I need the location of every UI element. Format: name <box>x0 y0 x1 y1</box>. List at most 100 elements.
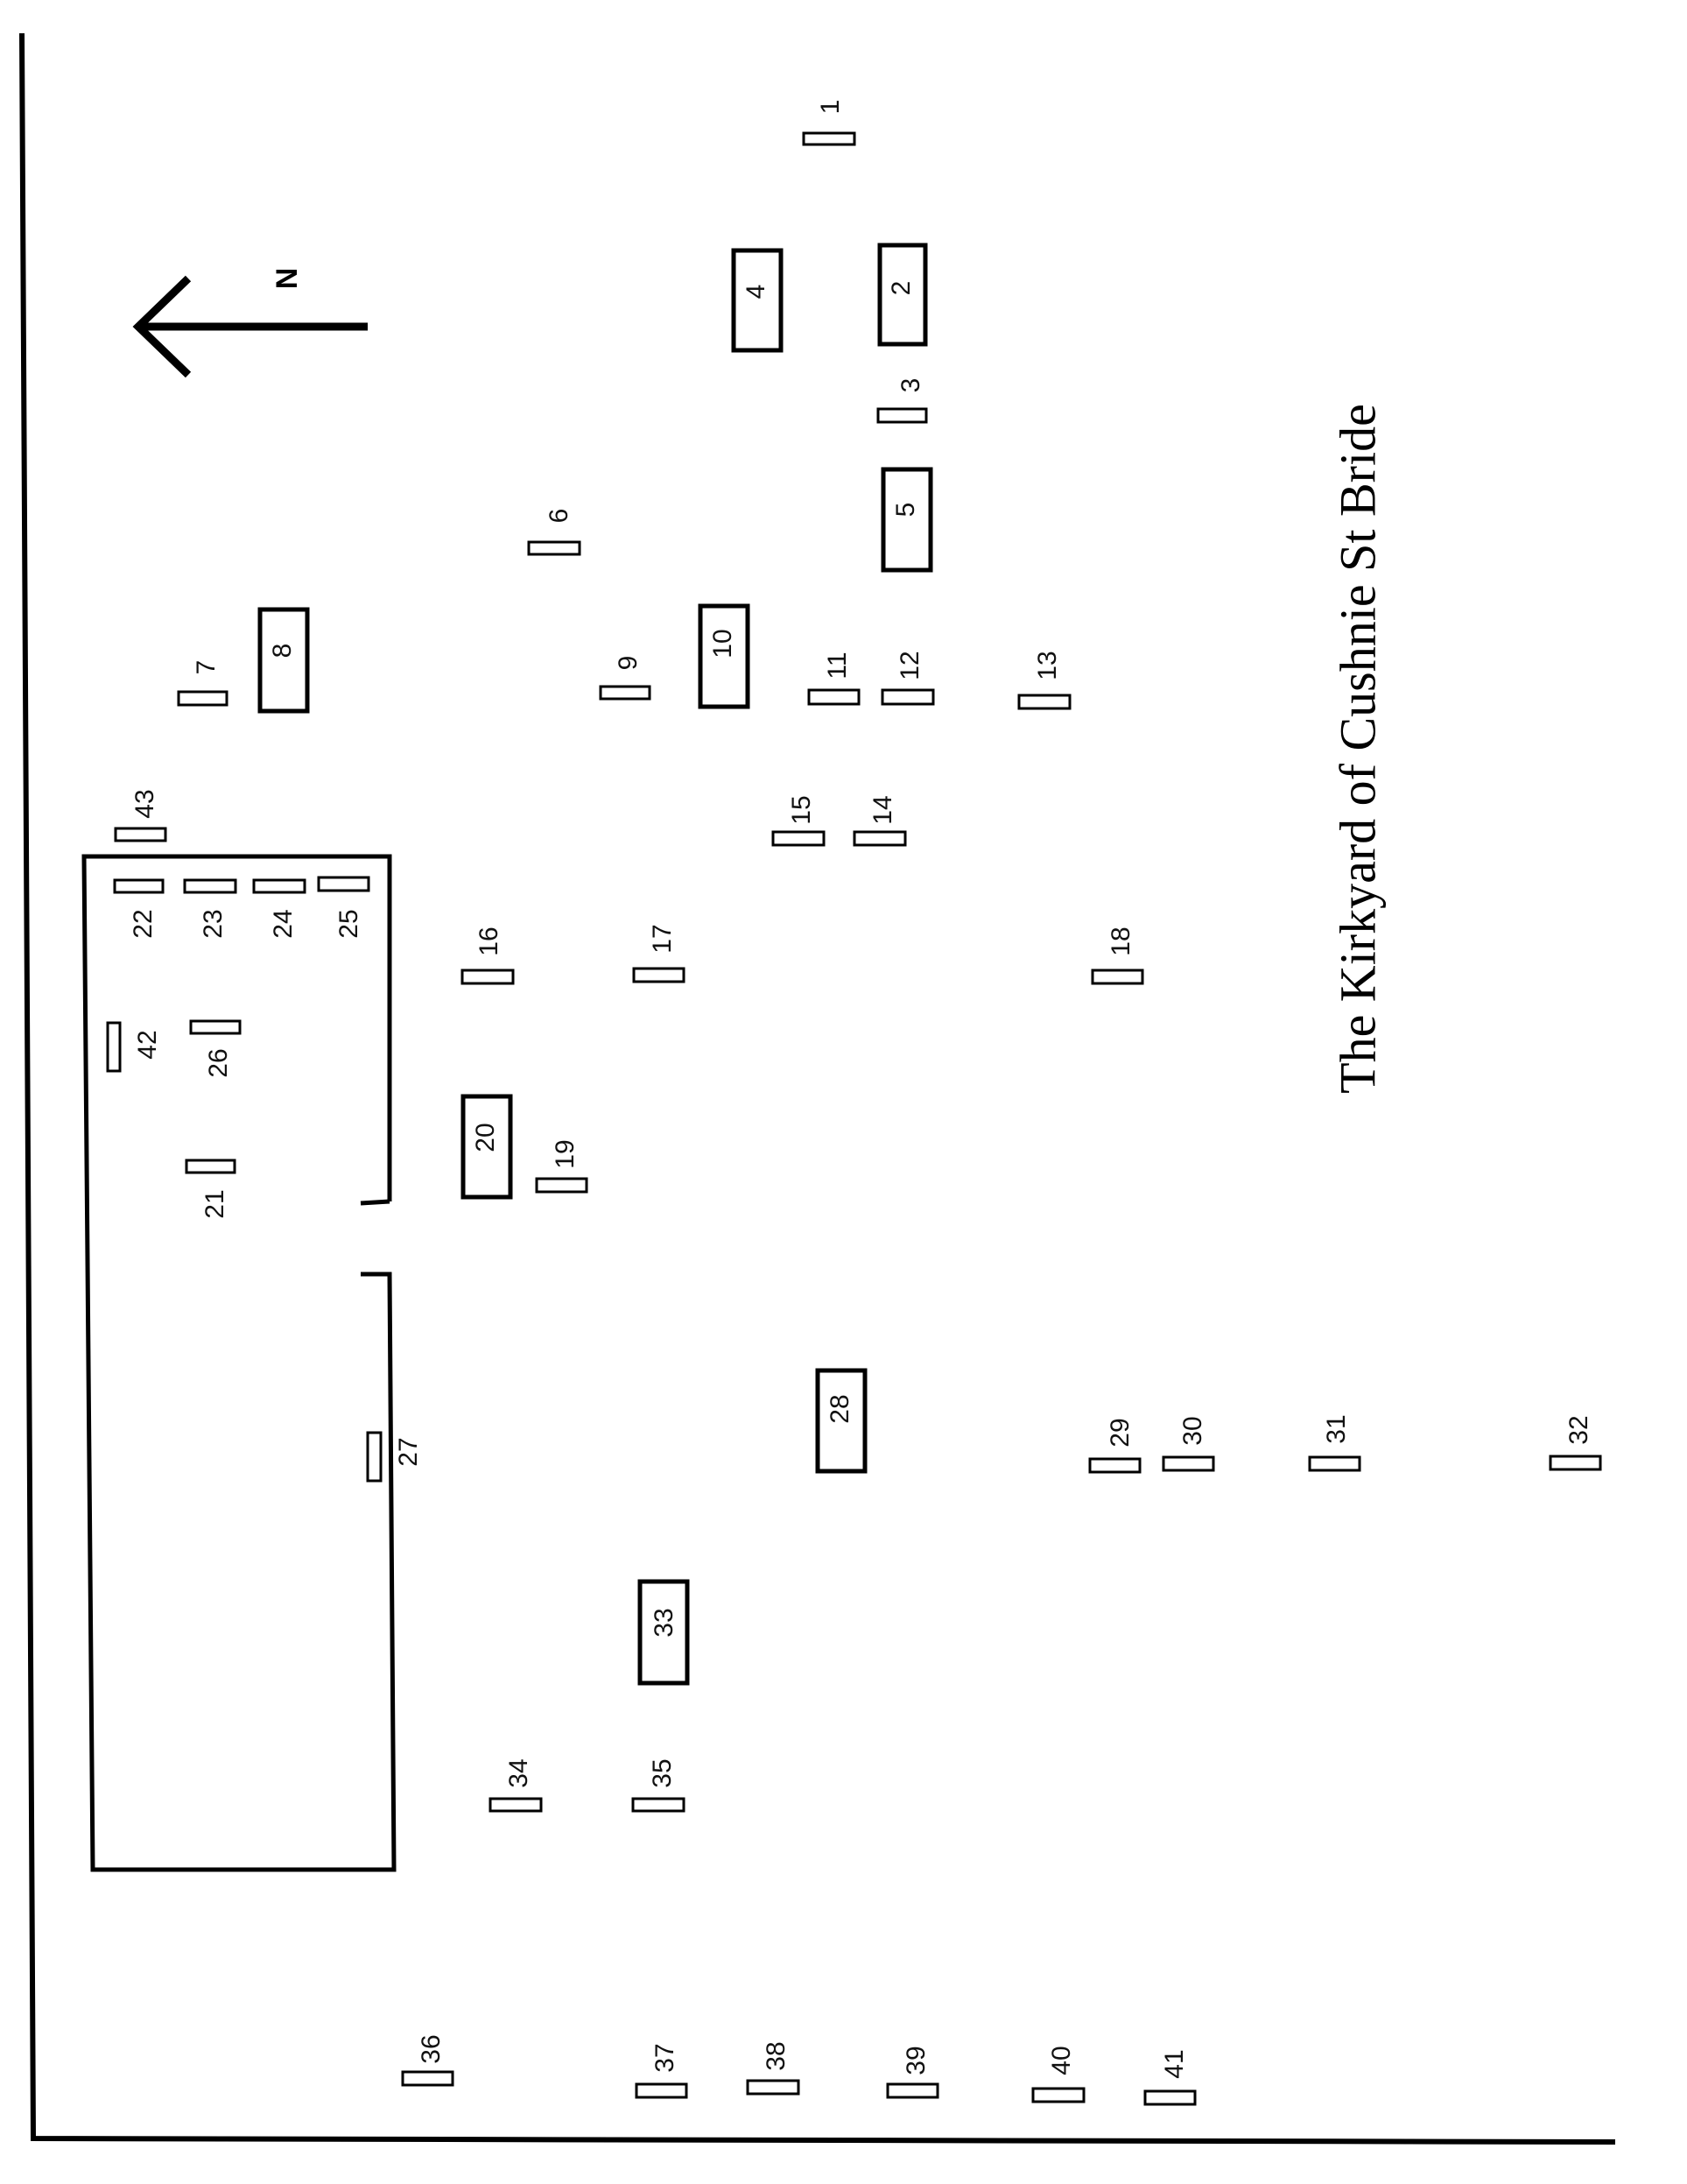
church-enclosure <box>81 854 397 1872</box>
plot-number-2: 2 <box>887 281 916 296</box>
grave-plot-20: 20 <box>460 1094 513 1200</box>
plot-number-31: 31 <box>1322 1414 1351 1443</box>
plot-number-30: 30 <box>1178 1416 1207 1445</box>
plot-number-43: 43 <box>130 789 159 818</box>
tomb-marker-10 <box>698 603 750 709</box>
plot-number-4: 4 <box>742 285 770 299</box>
grave-marker-24 <box>252 878 306 894</box>
plot-number-42: 42 <box>133 1030 162 1059</box>
plot-number-28: 28 <box>826 1394 854 1423</box>
grave-plot-31: 31 <box>1308 1414 1361 1472</box>
grave-plot-39: 39 <box>886 2046 939 2099</box>
plot-number-9: 9 <box>614 656 643 671</box>
grave-plot-13: 13 <box>1017 651 1072 710</box>
plot-number-8: 8 <box>268 644 297 659</box>
plot-number-39: 39 <box>902 2046 931 2075</box>
plot-number-38: 38 <box>762 2041 791 2070</box>
grave-marker-12 <box>881 688 935 706</box>
grave-plot-11: 11 <box>807 652 861 706</box>
grave-plot-3: 3 <box>876 378 928 424</box>
plot-number-10: 10 <box>708 629 737 658</box>
plot-number-23: 23 <box>199 909 228 938</box>
grave-plot-17: 17 <box>632 924 685 983</box>
plot-number-40: 40 <box>1047 2046 1076 2075</box>
grave-marker-42 <box>106 1021 122 1073</box>
grave-marker-16 <box>460 969 515 985</box>
grave-marker-23 <box>183 878 237 894</box>
north-arrow: N <box>132 268 368 378</box>
plot-number-22: 22 <box>129 909 158 938</box>
grave-plot-6: 6 <box>527 509 581 556</box>
grave-marker-41 <box>1143 2089 1197 2106</box>
plot-number-32: 32 <box>1564 1415 1593 1444</box>
plot-number-19: 19 <box>551 1139 580 1168</box>
grave-plot-30: 30 <box>1162 1416 1215 1472</box>
plot-number-24: 24 <box>269 909 298 938</box>
grave-marker-38 <box>746 2079 800 2096</box>
tomb-marker-2 <box>877 243 928 347</box>
grave-plot-26: 26 <box>189 1019 242 1078</box>
grave-marker-30 <box>1162 1455 1215 1472</box>
tomb-marker-5 <box>881 467 933 573</box>
plot-number-13: 13 <box>1033 651 1062 680</box>
north-arrow-head <box>132 275 192 378</box>
plot-number-12: 12 <box>896 651 924 680</box>
plot-number-15: 15 <box>787 795 816 824</box>
grave-marker-22 <box>113 878 165 894</box>
grave-plot-35: 35 <box>631 1758 685 1813</box>
grave-marker-6 <box>527 540 581 556</box>
plot-number-41: 41 <box>1160 2049 1189 2078</box>
grave-plot-15: 15 <box>771 795 826 847</box>
grave-marker-26 <box>189 1019 242 1035</box>
tomb-marker-28 <box>815 1368 868 1474</box>
grave-plot-5: 5 <box>881 467 933 573</box>
grave-marker-34 <box>489 1797 543 1813</box>
plot-number-29: 29 <box>1106 1418 1135 1447</box>
plot-number-27: 27 <box>394 1437 423 1466</box>
plot-number-33: 33 <box>650 1608 678 1637</box>
grave-marker-37 <box>635 2082 688 2099</box>
grave-plot-36: 36 <box>401 2034 454 2087</box>
plot-number-20: 20 <box>471 1123 500 1152</box>
grave-plot-10: 10 <box>698 603 750 709</box>
grave-marker-25 <box>317 876 370 892</box>
grave-marker-29 <box>1088 1457 1142 1474</box>
grave-plot-21: 21 <box>185 1159 236 1219</box>
grave-plot-38: 38 <box>746 2041 800 2096</box>
plot-number-34: 34 <box>504 1758 533 1787</box>
grave-plot-12: 12 <box>881 651 935 706</box>
grave-marker-13 <box>1017 694 1072 710</box>
plot-number-7: 7 <box>192 660 221 675</box>
grave-plot-29: 29 <box>1088 1418 1142 1474</box>
grave-marker-11 <box>807 688 861 706</box>
grave-plot-16: 16 <box>460 926 515 985</box>
grave-marker-17 <box>632 967 685 983</box>
grave-marker-21 <box>185 1159 236 1174</box>
plot-number-5: 5 <box>891 503 920 518</box>
grave-marker-36 <box>401 2070 454 2087</box>
grave-plot-40: 40 <box>1031 2046 1086 2103</box>
church-enclosure-door-jamb <box>360 1199 390 1206</box>
grave-plot-41: 41 <box>1143 2049 1197 2106</box>
grave-marker-32 <box>1549 1455 1602 1471</box>
grave-marker-31 <box>1308 1455 1361 1472</box>
grave-marker-15 <box>771 830 826 847</box>
grave-plot-19: 19 <box>535 1139 588 1194</box>
grave-plot-42: 42 <box>106 1021 162 1073</box>
plot-number-16: 16 <box>474 926 503 955</box>
tomb-marker-20 <box>460 1094 513 1200</box>
grave-marker-19 <box>535 1177 588 1194</box>
grave-marker-7 <box>177 690 228 707</box>
plot-number-36: 36 <box>417 2034 446 2063</box>
grave-plot-33: 33 <box>637 1579 690 1686</box>
plot-number-37: 37 <box>650 2043 679 2072</box>
grave-plot-4: 4 <box>731 248 784 353</box>
grave-plot-1: 1 <box>802 100 856 146</box>
grave-marker-14 <box>853 830 907 847</box>
plot-number-18: 18 <box>1107 926 1135 955</box>
grave-plot-7: 7 <box>177 660 228 707</box>
plot-number-35: 35 <box>648 1758 677 1787</box>
grave-plot-25: 25 <box>317 876 370 939</box>
grave-marker-27 <box>366 1431 383 1483</box>
